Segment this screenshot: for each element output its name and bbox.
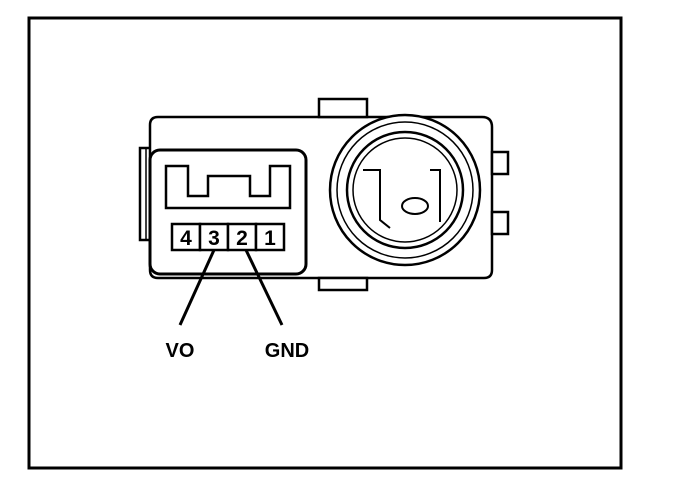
sensor-element xyxy=(328,113,482,267)
gnd-label: GND xyxy=(265,340,309,362)
pin-label-3: 3 xyxy=(208,227,220,250)
pin-label-2: 2 xyxy=(236,227,248,250)
gnd-leader-line xyxy=(244,249,284,326)
vo-leader-line xyxy=(178,249,216,326)
pin-label-1: 1 xyxy=(264,227,276,250)
vo-label: VO xyxy=(166,340,195,362)
pin-row: 4 3 2 1 xyxy=(170,222,286,252)
pin-box-1 xyxy=(254,222,286,252)
pin-label-4: 4 xyxy=(180,227,192,250)
connector-housing xyxy=(148,148,308,276)
diagram-frame xyxy=(27,16,623,470)
